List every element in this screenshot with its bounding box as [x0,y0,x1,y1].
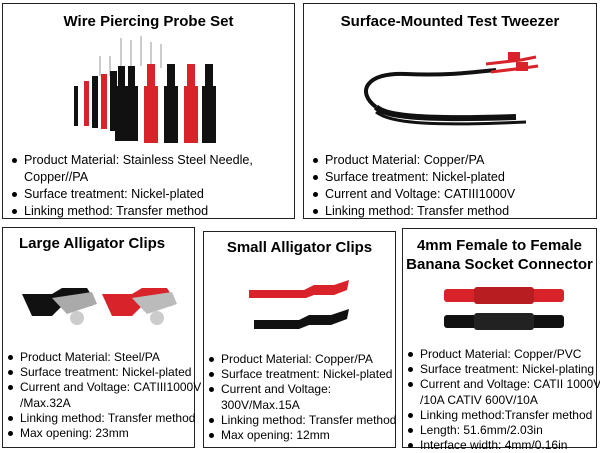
spec-list: Product Material: Stainless Steel Needle… [11,152,253,220]
spec-item: Product Material: Copper/PA [312,152,515,169]
banana-socket-connector-icon [444,287,564,330]
spec-item: Product Material: Steel/PA [7,350,201,365]
spec-list: Product Material: Steel/PA Surface treat… [7,350,201,441]
spec-item: Linking method: Transfer method [312,203,515,220]
spec-item: Length: 51.6mm/2.03in [407,423,600,438]
panel-wire-piercing-probe-set: Wire Piercing Probe Set Product Material… [2,3,295,219]
panel-test-tweezer: Surface-Mounted Test Tweezer Product Mat… [303,3,597,219]
spec-item: Max opening: 12mm [208,428,396,443]
panel-title: Large Alligator Clips [19,235,166,252]
panel-small-alligator-clips: Small Alligator Clips Product Material: … [203,231,396,448]
spec-item: Surface treatment: Nickel-plated [312,169,515,186]
spec-item: Current and Voltage: [208,382,396,397]
panel-title: Small Alligator Clips [226,239,373,256]
spec-item: Surface treatment: Nickel-plated [208,367,396,382]
small-alligator-clip-icon [249,280,349,329]
spec-item-continuation: Copper//PA [24,170,89,184]
test-tweezer-icon [364,52,539,126]
spec-item: Product Material: Copper/PVC [407,347,600,362]
spec-item: Max opening: 23mm [7,426,201,441]
panel-title: Surface-Mounted Test Tweezer [340,13,560,30]
panel-banana-socket-connector: 4mm Female to Female Banana Socket Conne… [402,228,600,452]
spec-list: Product Material: Copper/PA Surface trea… [312,152,515,220]
spec-item: Surface treatment: Nickel-plated [11,186,253,203]
probe-set-icon [74,36,216,143]
spec-item: Current and Voltage: CATIII1000V [7,380,201,395]
spec-item: Surface treatment: Nickel-plated [7,365,201,380]
spec-item-continuation: /10A CATIV 600V/10A [420,392,538,407]
spec-item: Product Material: Copper/PA [208,352,396,367]
spec-item: Linking method: Transfer method [7,411,201,426]
spec-item: Linking method:Transfer method [407,408,600,423]
panel-title-line-1: 4mm Female to Female [416,237,583,254]
spec-item: Current and Voltage: CATIII1000V [312,186,515,203]
spec-item: Linking method: Transfer method [11,203,253,220]
spec-item-continuation: 300V/Max.15A [221,397,300,412]
panel-large-alligator-clips: Large Alligator Clips Product Material: … [2,227,201,448]
spec-list: Product Material: Copper/PA Surface trea… [208,352,396,443]
panel-title-line-2: Banana Socket Connector [406,256,593,273]
large-alligator-clip-icon [22,288,177,325]
panel-title: Wire Piercing Probe Set [63,13,234,30]
spec-item: Surface treatment: Nickel-plating [407,362,600,377]
spec-item-continuation: /Max.32A [20,395,71,410]
spec-list: Product Material: Copper/PVC Surface tre… [407,347,600,453]
spec-item: Current and Voltage: CATII 1000V [407,377,600,392]
spec-item: Product Material: Stainless Steel Needle… [11,152,253,169]
spec-item: Linking method: Transfer method [208,413,396,428]
spec-item: Interface width: 4mm/0.16in [407,438,600,453]
